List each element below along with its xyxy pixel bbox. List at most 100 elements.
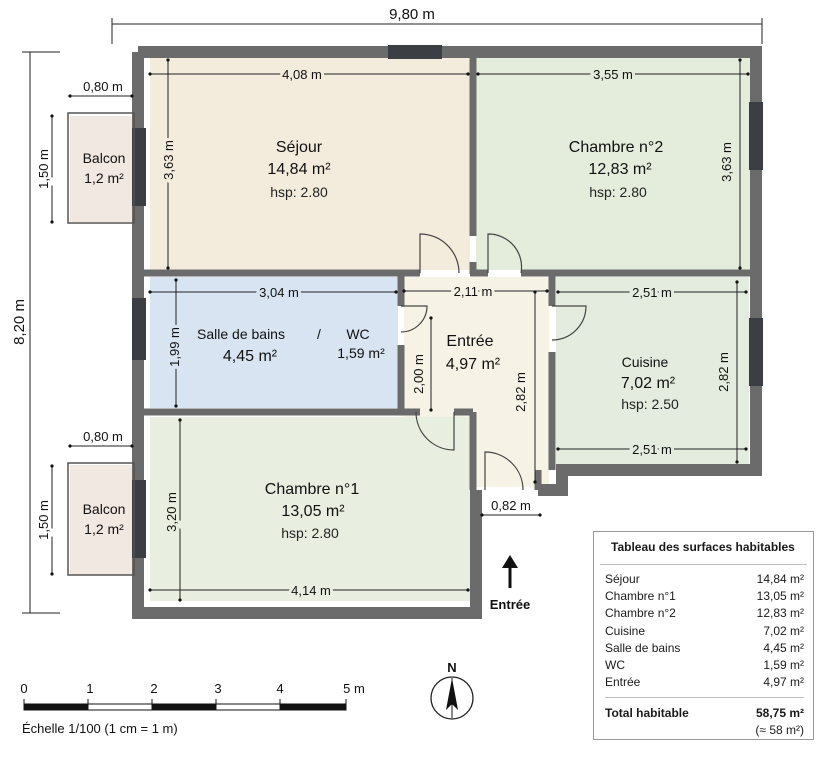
chambre1-name: Chambre n°1 <box>265 481 360 498</box>
entree-dim-h: 2,11 m <box>454 284 493 299</box>
total-value: 58,75 m² <box>755 706 804 721</box>
sejour-area: 14,84 m² <box>267 161 331 178</box>
cuisine-dim-v: 2,82 m <box>716 352 731 392</box>
balcon-top-outline <box>67 112 135 224</box>
scale-tick-2: 2 <box>150 681 157 696</box>
sejour-room <box>150 58 470 270</box>
row-label: WC <box>605 657 625 672</box>
cuisine-hsp: hsp: 2.50 <box>621 396 679 412</box>
balcon-bottom-dim-h: 1,50 m <box>36 500 51 540</box>
scale-caption: Échelle 1/100 (1 cm = 1 m) <box>22 721 178 736</box>
sdb-name: Salle de bains <box>197 326 285 342</box>
row-label: Chambre n°2 <box>605 606 676 621</box>
chambre2-name: Chambre n°2 <box>569 139 664 156</box>
cuisine-area: 7,02 m² <box>621 375 676 392</box>
entree-dim-v-left: 2,00 m <box>411 354 426 394</box>
balcon-top-dim-w: 0,80 m <box>83 79 123 94</box>
row-value: 4,97 m² <box>763 675 804 690</box>
wc-area: 1,59 m² <box>337 345 385 361</box>
chambre2-area: 12,83 m² <box>588 161 652 178</box>
chambre1-area: 13,05 m² <box>281 503 345 520</box>
sejour-dim-h: 4,08 m <box>282 67 322 82</box>
north-label: N <box>447 660 456 675</box>
row-label: Entrée <box>605 675 641 690</box>
table-row: Salle de bains 4,45 m² <box>605 640 804 657</box>
interior-walls <box>144 52 752 490</box>
scale-bar <box>23 699 347 711</box>
row-value: 4,45 m² <box>763 640 804 655</box>
row-label: Salle de bains <box>605 640 681 655</box>
entrance-arrow-icon <box>502 555 518 588</box>
scale-tick-0: 0 <box>20 681 27 696</box>
row-label: Chambre n°1 <box>605 589 676 604</box>
sdb-dim-h: 3,04 m <box>259 285 299 300</box>
chambre1-room <box>150 417 470 601</box>
row-value: 13,05 m² <box>756 589 804 604</box>
balcon-bottom-area: 1,2 m² <box>84 521 124 537</box>
sejour-name: Séjour <box>276 139 323 156</box>
row-value: 1,59 m² <box>763 657 804 672</box>
table-row: Entrée 4,97 m² <box>605 674 804 691</box>
window-sejour-top <box>388 45 442 59</box>
window-balcon-bottom <box>132 480 146 558</box>
entree-dim-v-right: 2,82 m <box>513 372 528 412</box>
sejour-hsp: hsp: 2.80 <box>270 184 328 200</box>
scale-tick-4: 4 <box>276 681 283 696</box>
balcon-bottom-room <box>70 465 132 575</box>
balcon-bottom-name: Balcon <box>83 501 126 517</box>
entree-door-dim: 0,82 m <box>491 498 531 513</box>
cuisine-dim-top: 2,51 m <box>632 285 672 300</box>
chambre2-room <box>476 58 750 270</box>
surface-table-total: Total habitable 58,75 m² <box>605 697 804 720</box>
scale-tick-5: 5 m <box>343 681 365 696</box>
total-label: Total habitable <box>605 706 689 721</box>
sdb-room <box>150 277 398 408</box>
row-label: Cuisine <box>605 623 646 638</box>
balcon-top-area: 1,2 m² <box>84 170 124 186</box>
chambre2-hsp: hsp: 2.80 <box>589 184 647 200</box>
row-value: 12,83 m² <box>756 606 804 621</box>
balcon-top-name: Balcon <box>83 150 126 166</box>
table-row: Chambre n°1 13,05 m² <box>605 588 804 605</box>
sdb-area: 4,45 m² <box>223 348 278 365</box>
window-sdb-left <box>132 298 146 360</box>
room-dim-lines <box>50 58 750 602</box>
chambre1-dim-v: 3,20 m <box>164 492 179 532</box>
overall-dims <box>22 18 763 614</box>
balcon-top-dim-h: 1,50 m <box>36 149 51 189</box>
table-row: WC 1,59 m² <box>605 657 804 674</box>
total-approx: (≈ 58 m²) <box>755 723 804 738</box>
entrance-label: Entrée <box>490 597 530 612</box>
door-swings <box>400 233 587 491</box>
balcon-bottom-outline <box>67 462 135 576</box>
north-arrow-icon <box>430 676 474 720</box>
table-row: Cuisine 7,02 m² <box>605 623 804 640</box>
chambre2-dim-v: 3,63 m <box>719 142 734 182</box>
cuisine-dim-bottom: 2,51 m <box>632 442 672 457</box>
entree-name: Entrée <box>446 333 493 350</box>
window-balcon-top <box>132 128 146 206</box>
balcon-top-room <box>70 116 132 222</box>
scale-tick-1: 1 <box>86 681 93 696</box>
cuisine-room <box>556 277 749 464</box>
table-row: Chambre n°2 12,83 m² <box>605 605 804 622</box>
scale-tick-3: 3 <box>214 681 221 696</box>
overall-height-label: 8,20 m <box>11 299 28 345</box>
row-label: Séjour <box>605 572 640 586</box>
entree-area: 4,97 m² <box>446 356 501 373</box>
window-chambre2-right <box>749 102 763 170</box>
cuisine-name: Cuisine <box>622 354 669 370</box>
wc-name: WC <box>346 326 369 342</box>
overall-width-label: 9,80 m <box>389 6 435 23</box>
surface-table-title: Tableau des surfaces habitables <box>600 532 807 565</box>
windows <box>132 45 763 558</box>
balcon-bottom-dim-w: 0,80 m <box>83 429 123 444</box>
sdb-wc-separator: / <box>317 326 321 342</box>
sdb-dim-v: 1,99 m <box>167 327 182 367</box>
row-value: 7,02 m² <box>763 623 804 638</box>
window-cuisine-right <box>749 318 763 386</box>
